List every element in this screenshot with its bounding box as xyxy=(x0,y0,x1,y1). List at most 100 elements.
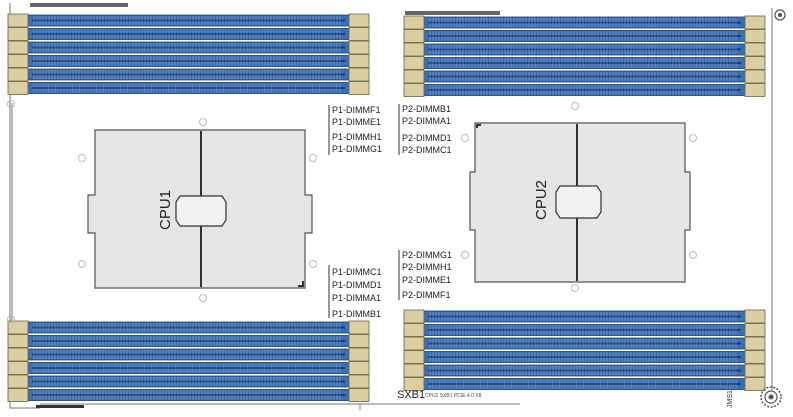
dimm-latch-left xyxy=(7,67,29,82)
sxb1-sublabel: CPU1 SXB1 PCIE 4.0 X8 xyxy=(425,393,482,399)
dimm-latch-right xyxy=(744,15,766,30)
dimm-label-p1-b1: P1-DIMMB1 xyxy=(332,309,381,319)
dimm-slot-groove xyxy=(428,89,741,91)
dimm-slot xyxy=(403,83,766,97)
dimm-slot-groove xyxy=(32,353,345,356)
marker-ring xyxy=(764,390,778,404)
dimm-slot xyxy=(7,388,370,402)
dimm-latch-left xyxy=(7,54,29,68)
dimm-label-p1-c1: P1-DIMMC1 xyxy=(332,267,382,277)
corner-marker-top-right xyxy=(774,9,786,21)
dimm-slot-pins xyxy=(429,352,737,362)
dimm-slot-pins xyxy=(429,31,737,41)
dimm-slot xyxy=(403,363,766,378)
top-connector-strip-left xyxy=(30,3,128,7)
dimm-latch-left xyxy=(7,27,29,41)
sxb1-label: SXB1 xyxy=(397,389,425,401)
dimm-slot xyxy=(7,374,370,389)
cpu1-center-pad xyxy=(175,195,227,227)
dimm-label-p1-h1: P1-DIMMH1 xyxy=(332,132,382,142)
dimm-slot xyxy=(7,54,370,68)
dimm-label-p1-a1: P1-DIMMA1 xyxy=(332,293,381,303)
dimm-latch-left xyxy=(403,42,425,57)
dimm-slot-groove xyxy=(32,73,345,76)
dimm-latch-right xyxy=(348,320,370,335)
dimm-slot-pins xyxy=(429,45,737,54)
mounting-hole xyxy=(309,154,317,162)
dimm-slot xyxy=(7,13,370,28)
dimm-label-p2-g1: P2-DIMMG1 xyxy=(402,250,452,260)
dimm-slot xyxy=(403,323,766,337)
dimm-label-p1-e1: P1-DIMME1 xyxy=(332,117,381,127)
dimm-slot xyxy=(7,361,370,375)
dimm-latch-left xyxy=(7,374,29,389)
dimm-latch-right xyxy=(348,347,370,362)
p2-upper-label-group: P2-DIMMB1 P2-DIMMA1 P2-DIMMD1 P2-DIMMC1 xyxy=(398,104,452,155)
dimm-slot-groove xyxy=(428,75,741,78)
mounting-hole xyxy=(78,260,86,268)
marker-inner xyxy=(768,394,774,400)
dimm-slot-pins xyxy=(429,339,737,348)
dimm-slot-pins xyxy=(33,377,341,386)
dimm-slot xyxy=(7,81,370,95)
dimm-slot-pins xyxy=(33,43,341,52)
board-outline xyxy=(9,3,773,410)
mounting-hole xyxy=(7,100,15,108)
marker-outer xyxy=(760,386,782,408)
dimm-slot-pins xyxy=(33,83,341,93)
dimm-label-p2-h1: P2-DIMMH1 xyxy=(402,262,452,272)
dimm-latch-right xyxy=(348,388,370,402)
mounting-hole xyxy=(78,154,86,162)
mounting-holes xyxy=(7,100,697,323)
dimm-latch-right xyxy=(744,350,766,364)
dimm-bank-bottom-right xyxy=(403,309,766,391)
dimm-slot-groove xyxy=(428,356,741,358)
jms1-label: JMS1 xyxy=(727,390,734,408)
cpu2-center-pad xyxy=(555,185,602,219)
mounting-hole xyxy=(199,294,207,302)
dimm-latch-left xyxy=(403,350,425,364)
dimm-slot-groove xyxy=(32,19,345,22)
dimm-latch-right xyxy=(744,42,766,57)
dimm-slot xyxy=(403,309,766,324)
dimm-slot-pins xyxy=(429,72,737,81)
dimm-label-p2-f1: P2-DIMMF1 xyxy=(402,290,451,300)
cpu2-corner-mark xyxy=(476,124,481,128)
mounting-hole xyxy=(309,260,317,268)
mounting-hole xyxy=(7,315,15,323)
dimm-latch-right xyxy=(744,69,766,84)
dimm-latch-left xyxy=(7,13,29,28)
dimm-slot-groove xyxy=(428,21,741,24)
dimm-latch-left xyxy=(7,81,29,95)
dimm-slot xyxy=(7,67,370,82)
dimm-slot xyxy=(403,56,766,70)
dimm-latch-left xyxy=(403,83,425,97)
marker-inner xyxy=(778,13,782,17)
dimm-slot xyxy=(403,15,766,30)
p1-lower-label-group: P1-DIMMC1 P1-DIMMD1 P1-DIMMA1 P1-DIMMB1 xyxy=(328,265,382,319)
dimm-slot-groove xyxy=(428,329,741,331)
dimm-latch-right xyxy=(348,374,370,389)
dimm-slot xyxy=(403,69,766,84)
dimm-slot-pins xyxy=(33,70,341,79)
p2-lower-label-group: P2-DIMMG1 P2-DIMMH1 P2-DIMME1 P2-DIMMF1 xyxy=(398,250,452,300)
dimm-bank-top-right xyxy=(403,15,766,97)
bottom-connector-strip-left xyxy=(36,405,84,408)
mounting-hole xyxy=(461,134,469,142)
dimm-slot xyxy=(403,377,766,391)
dimm-slot xyxy=(7,27,370,41)
dimm-slot xyxy=(7,40,370,55)
dimm-latch-left xyxy=(403,377,425,391)
dimm-latch-right xyxy=(348,67,370,82)
dimm-latch-right xyxy=(744,309,766,324)
dimm-slot-pins xyxy=(33,390,341,400)
dimm-slot-groove xyxy=(32,87,345,89)
marker-outer xyxy=(774,9,786,21)
dimm-slot-pins xyxy=(33,29,341,39)
dimm-slot-groove xyxy=(428,315,741,318)
dimm-latch-right xyxy=(744,83,766,97)
dimm-slot xyxy=(403,42,766,57)
dimm-latch-left xyxy=(7,347,29,362)
dimm-slot-pins xyxy=(429,18,737,27)
dimm-slot-pins xyxy=(33,16,341,25)
